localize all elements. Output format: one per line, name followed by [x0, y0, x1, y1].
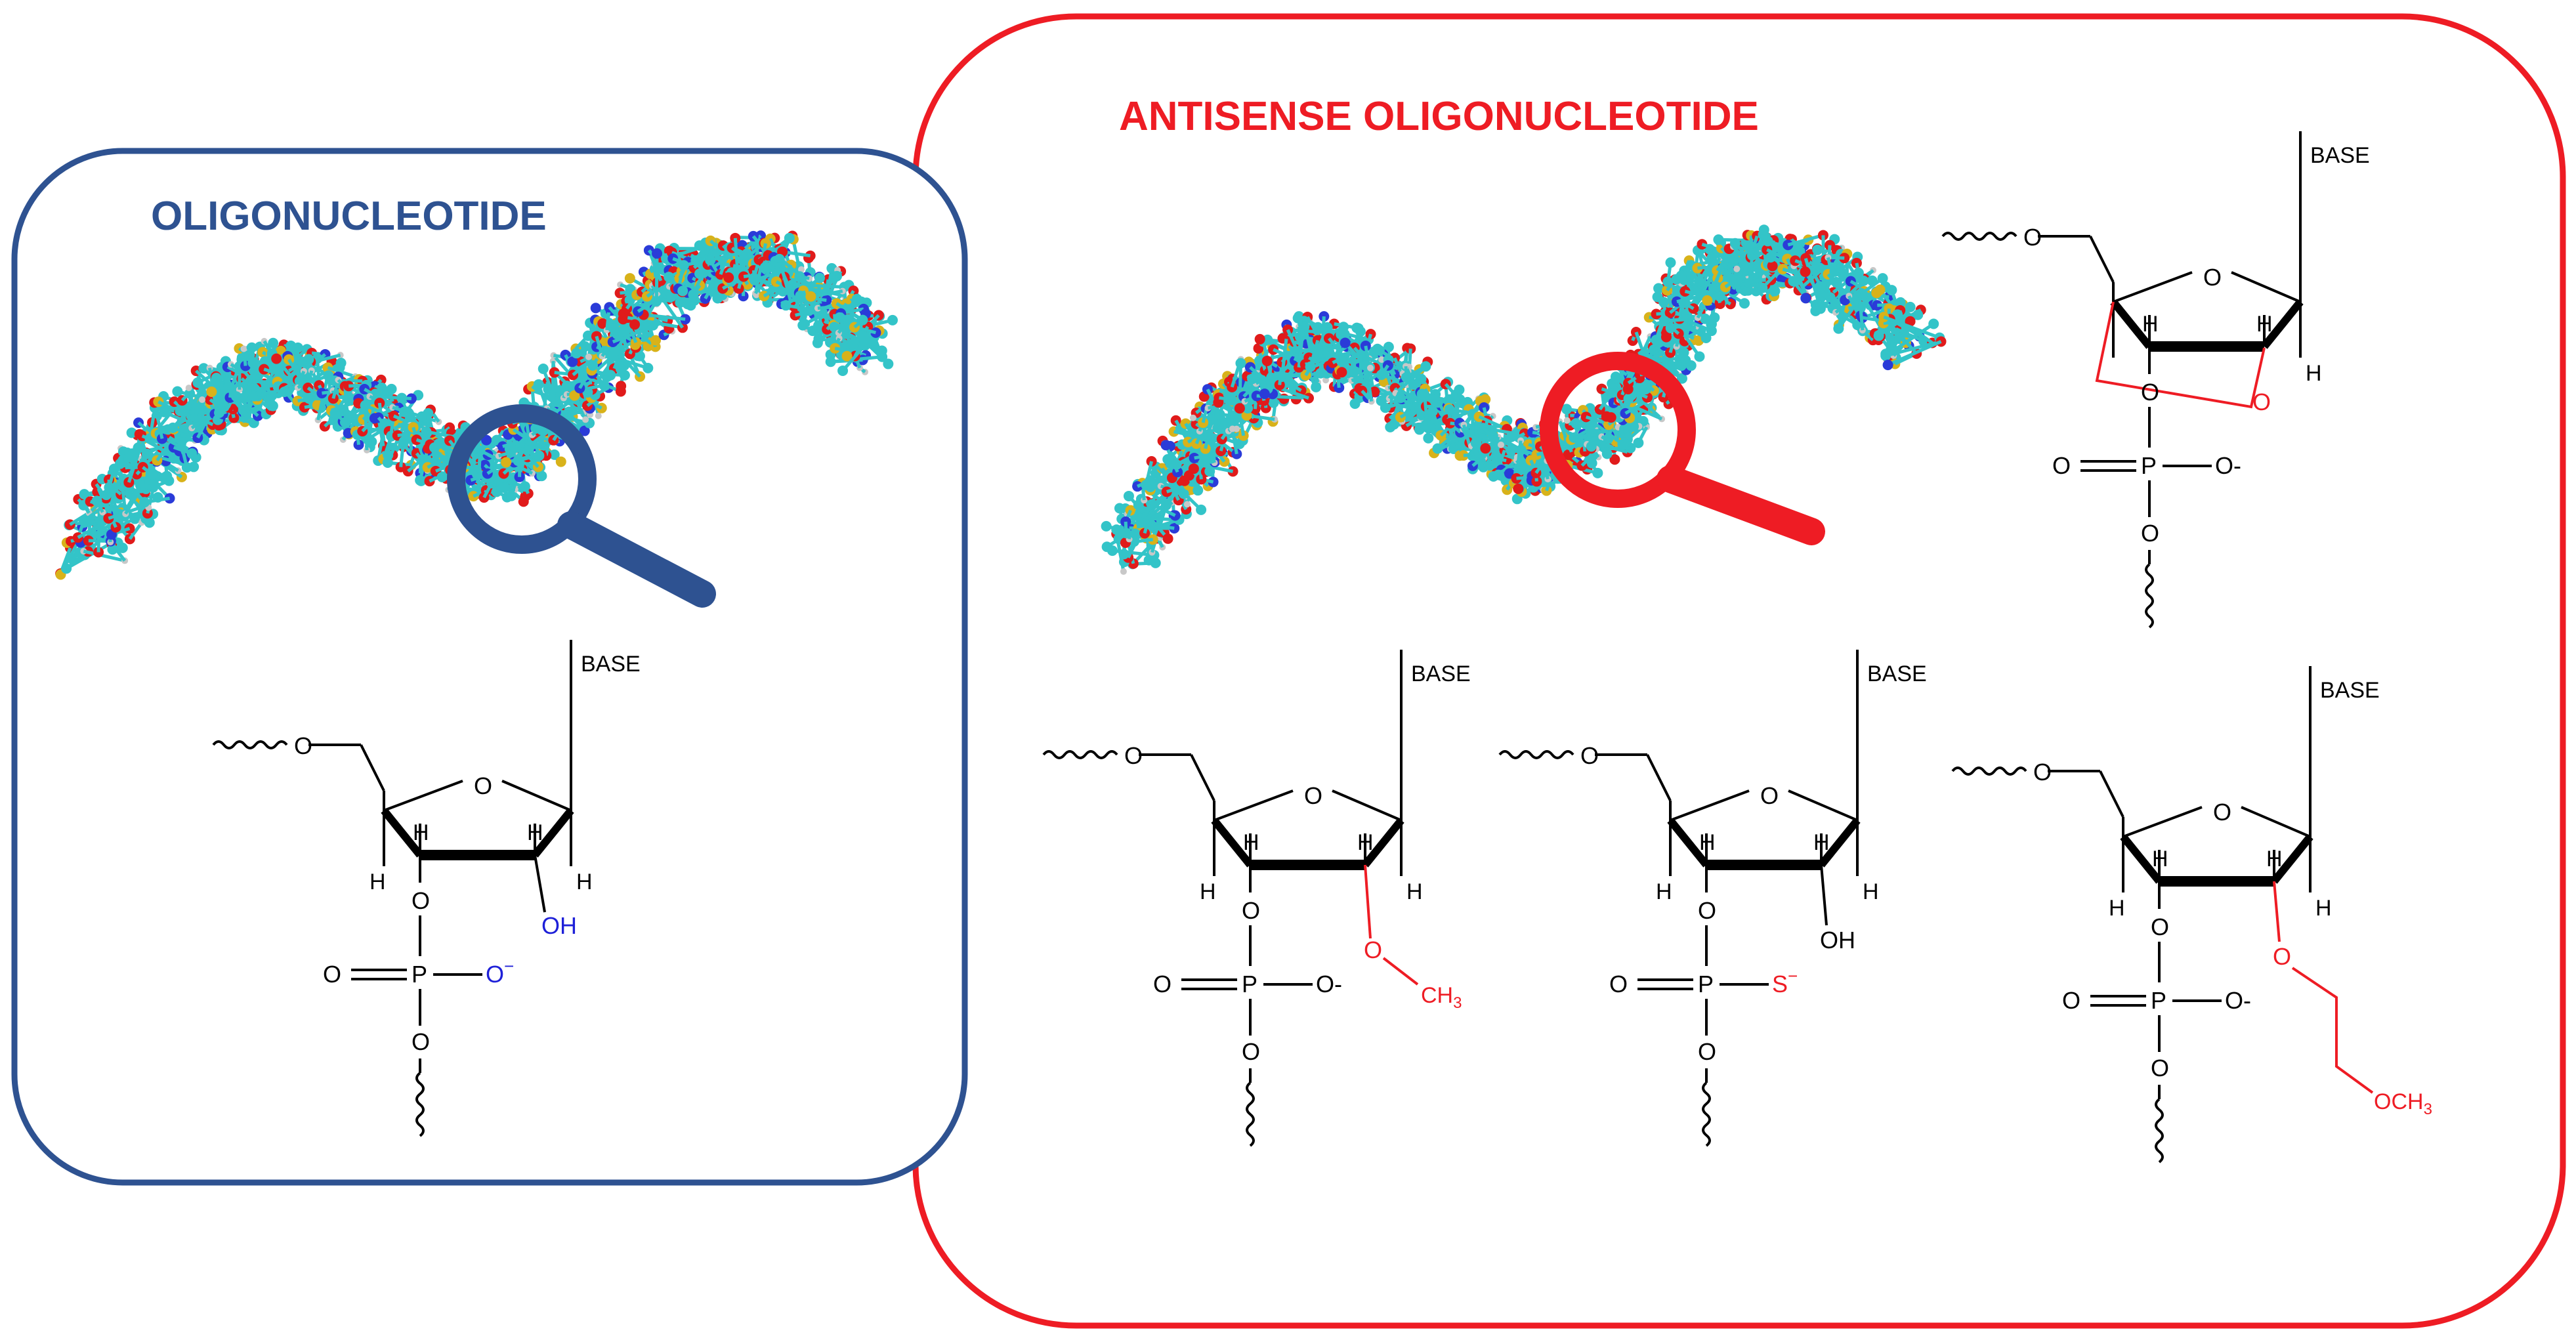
atom-ball [415, 475, 427, 486]
atom-ball [1601, 411, 1612, 422]
atom-ball [814, 272, 825, 283]
atom-ball [677, 285, 688, 297]
atom-ball [185, 385, 192, 392]
atom-ball [1229, 425, 1236, 432]
bond-stick [128, 521, 144, 540]
atom-ball [1492, 469, 1504, 480]
atom-ball [501, 457, 512, 468]
atom-ball [181, 462, 192, 473]
atom-ball [247, 357, 259, 368]
oligonucleotide-strand-image [55, 230, 898, 580]
atom-ball [1254, 333, 1265, 345]
atom-ball [1633, 437, 1644, 448]
atom-ball [1247, 373, 1258, 385]
antisense-panel-title: ANTISENSE OLIGONUCLEOTIDE [1119, 94, 1759, 139]
atom-ball [1261, 355, 1273, 366]
bond-stick [83, 549, 125, 562]
atom-ball [1145, 482, 1156, 493]
atom-ball [590, 303, 601, 314]
bond-stick [654, 253, 659, 301]
atom-ball [199, 396, 206, 404]
oligonucleotide-panel-title: OLIGONUCLEOTIDE [151, 194, 547, 239]
atom-ball [159, 472, 170, 483]
atom-ball [1162, 533, 1173, 544]
atom-ball [1336, 367, 1347, 378]
atom-ball [883, 358, 894, 369]
atom-ball [1340, 337, 1351, 348]
atom-ball [1120, 568, 1127, 575]
atom-ball [805, 291, 816, 302]
atom-ball [582, 416, 589, 423]
atom-ball [585, 353, 592, 360]
atom-ball [1498, 441, 1505, 448]
atom-ball [857, 314, 868, 325]
bond-stick [386, 415, 396, 455]
atom-ball [652, 248, 663, 259]
atom-ball [271, 353, 282, 364]
atom-ball [587, 360, 599, 371]
bond-stick [110, 480, 149, 515]
atom-ball [1513, 483, 1524, 494]
bond-stick [537, 384, 549, 409]
atom-ball [1678, 297, 1689, 308]
atom-ball [1676, 270, 1687, 282]
atom-ball [191, 404, 202, 415]
atom-ball [1658, 297, 1670, 308]
atom-ball [1123, 490, 1134, 501]
antisense-panel [912, 13, 2566, 1329]
atom-ball [595, 412, 602, 419]
atom-ball [1385, 421, 1396, 432]
atom-ball [481, 434, 492, 446]
bond-stick [152, 402, 164, 440]
atom-ball [1395, 392, 1406, 404]
atom-ball [206, 387, 217, 398]
bond-stick [343, 386, 350, 434]
atom-ball [1665, 257, 1676, 268]
atom-ball [1188, 463, 1199, 474]
atom-ball [1183, 501, 1191, 508]
atom-ball [334, 362, 345, 373]
atom-ball [1160, 440, 1172, 451]
atom-ball [499, 482, 510, 493]
atom-ball [795, 290, 806, 301]
atom-ball [1189, 414, 1196, 421]
atom-ball [1416, 388, 1427, 400]
atom-ball [1563, 417, 1571, 424]
atom-ball [579, 425, 590, 436]
atom-ball [117, 446, 129, 457]
atom-ball [1586, 441, 1597, 452]
atom-ball [624, 273, 635, 284]
atom-ball [240, 345, 247, 352]
atom-ball [797, 320, 809, 331]
atom-ball [1480, 443, 1491, 454]
atom-ball [1694, 351, 1705, 362]
atom-ball [555, 456, 566, 467]
atom-ball [723, 272, 734, 283]
atom-ball [1660, 331, 1672, 343]
atom-ball [117, 542, 128, 553]
atom-ball [1234, 403, 1245, 414]
atom-ball [1367, 364, 1374, 371]
atom-ball [1120, 528, 1131, 539]
atom-ball [146, 469, 158, 480]
atom-ball [616, 381, 627, 392]
atom-ball [694, 268, 706, 280]
atom-ball [629, 319, 641, 330]
atom-ball [1259, 388, 1270, 400]
bond-stick [376, 423, 387, 461]
